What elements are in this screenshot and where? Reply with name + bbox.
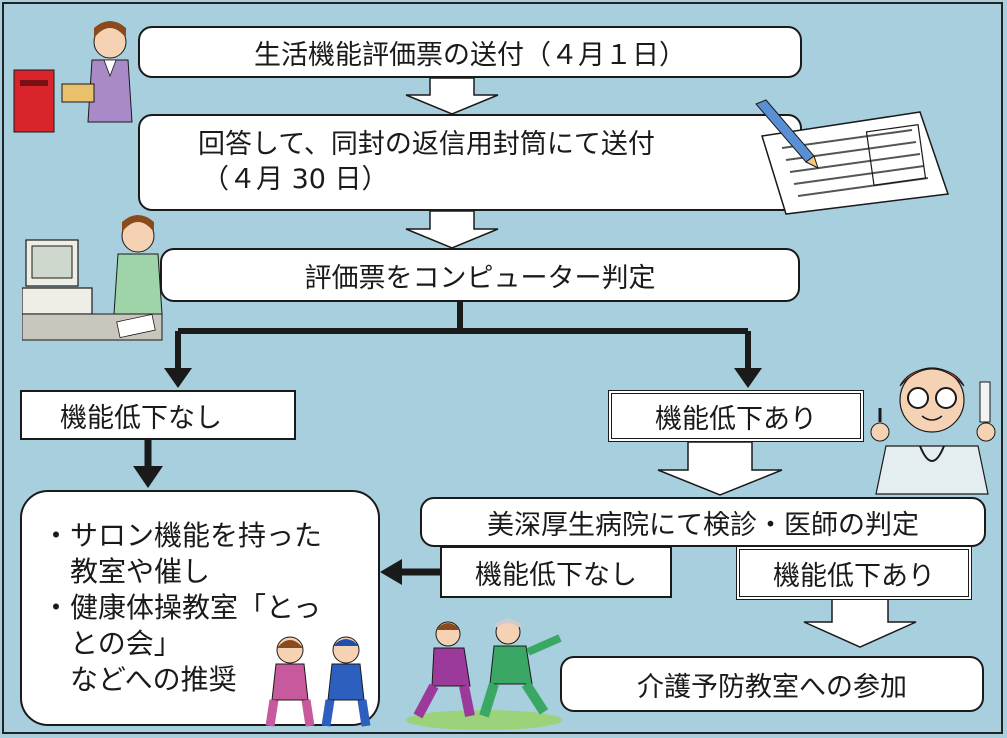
exam-none-arrowhead [380, 559, 402, 585]
split-left-arrowhead [164, 368, 192, 388]
step3-text: 評価票をコンピューター判定 [304, 262, 656, 294]
exam-result-none-box: 機能低下なし [440, 546, 672, 598]
walking-couple-illustration [406, 619, 562, 730]
exam-result-yes-text: 機能低下あり [773, 560, 935, 592]
exam-box: 美深厚生病院にて検診・医師の判定 [420, 497, 986, 547]
hollow-arrow-4 [803, 597, 917, 648]
exam-result-none-text: 機能低下なし [475, 559, 637, 591]
split-right-arrowhead [734, 368, 762, 388]
mail-woman-illustration [13, 21, 133, 133]
exercisers-illustration [265, 636, 371, 727]
hollow-arrow-2 [405, 210, 499, 249]
step3-box: 評価票をコンピューター判定 [160, 248, 800, 302]
step1-box: 生活機能評価票の送付（４月１日） [138, 26, 802, 78]
branch-right-box: 機能低下あり [608, 390, 864, 442]
hollow-arrow-3 [657, 441, 783, 496]
left-down-arrowhead [133, 466, 163, 488]
questionnaire-illustration [755, 99, 950, 215]
salon-line3: ・健康体操教室「とっ [42, 591, 322, 625]
salon-line5: などへの推奨 [42, 662, 237, 696]
exam-text: 美深厚生病院にて検診・医師の判定 [487, 509, 919, 541]
branch-left-box: 機能低下なし [20, 390, 296, 440]
salon-box: ・サロン機能を持った 教室や催し ・健康体操教室「とっ との会」 などへの推奨 [20, 490, 380, 726]
branch-right-text: 機能低下あり [655, 403, 817, 435]
computer-operator-illustration [22, 215, 163, 341]
step1-text: 生活機能評価票の送付（４月１日） [254, 39, 686, 71]
branch-left-text: 機能低下なし [60, 402, 222, 434]
exam-result-yes-box: 機能低下あり [736, 546, 972, 600]
hollow-arrow-1 [405, 77, 499, 115]
step2-text-line1: 回答して、同封の返信用封筒にて送付 [198, 128, 655, 160]
care-class-text: 介護予防教室への参加 [637, 671, 907, 703]
salon-line1: ・サロン機能を持った [42, 519, 323, 553]
salon-line4: との会」 [42, 626, 182, 660]
care-class-box: 介護予防教室への参加 [560, 656, 984, 712]
step2-box: 回答して、同封の返信用封筒にて送付 （４月 30 日） [138, 114, 802, 211]
doctor-illustration [870, 367, 996, 495]
step2-text-line2: （４月 30 日） [202, 163, 389, 195]
salon-line2: 教室や催し [42, 555, 211, 589]
